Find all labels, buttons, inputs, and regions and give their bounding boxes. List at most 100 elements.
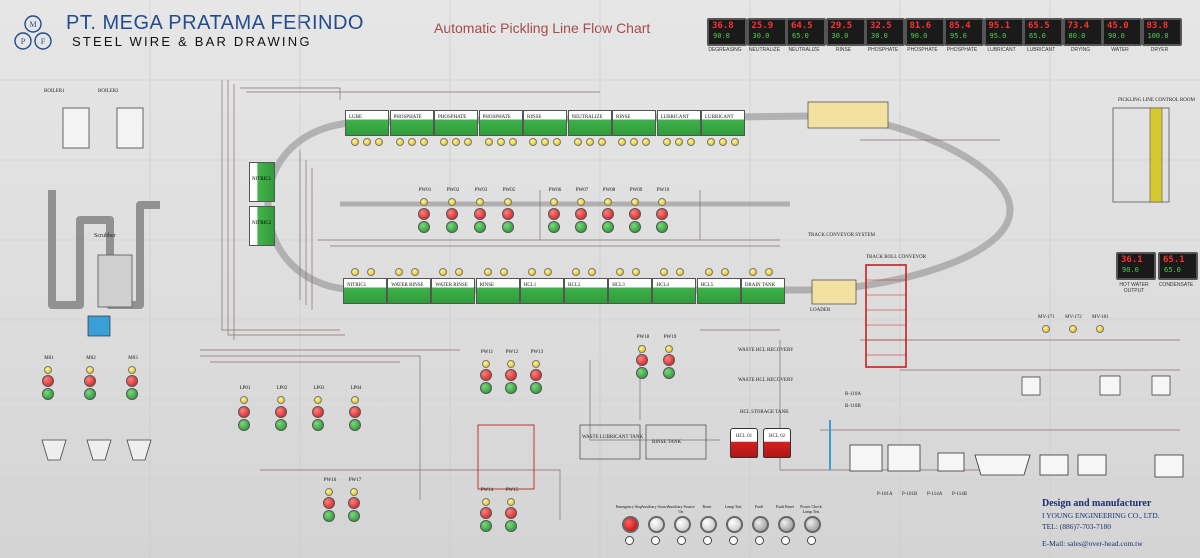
pump-start-button[interactable] xyxy=(275,419,287,431)
waste-hcl-label: WASTE HCL RECOVERY xyxy=(738,378,794,383)
pump-stop-button[interactable] xyxy=(275,406,287,418)
pump-label: PW17 xyxy=(348,478,362,483)
console-button[interactable] xyxy=(700,516,717,533)
selector-knob[interactable] xyxy=(781,536,790,545)
pump-start-button[interactable] xyxy=(480,520,492,532)
pump-stop-button[interactable] xyxy=(323,497,335,509)
selector-knob[interactable] xyxy=(729,536,738,545)
pilot-lamp xyxy=(585,138,594,146)
motor-start-button[interactable] xyxy=(42,388,54,400)
pump-stop-button[interactable] xyxy=(238,406,250,418)
meter-label: PHOSPHATE xyxy=(946,47,978,53)
motor-stop-button[interactable] xyxy=(42,375,54,387)
pump-label: PW16 xyxy=(323,478,337,483)
pump-stop-button[interactable] xyxy=(505,507,517,519)
pump-start-button[interactable] xyxy=(418,221,430,233)
motor-stop-button[interactable] xyxy=(126,375,138,387)
pump-stop-button[interactable] xyxy=(312,406,324,418)
pump-stop-button[interactable] xyxy=(446,208,458,220)
console-button[interactable] xyxy=(804,516,821,533)
motor-start-button[interactable] xyxy=(84,388,96,400)
console-button[interactable] xyxy=(648,516,665,533)
motor-stop-button[interactable] xyxy=(84,375,96,387)
pump-lamp xyxy=(314,396,322,404)
pump-stop-button[interactable] xyxy=(530,369,542,381)
pump-start-button[interactable] xyxy=(505,520,517,532)
pump-start-button[interactable] xyxy=(548,221,560,233)
motor-label: M02 xyxy=(86,356,96,361)
pump-stop-button[interactable] xyxy=(548,208,560,220)
pilot-lamp xyxy=(707,138,715,146)
pump-stop-button[interactable] xyxy=(474,208,486,220)
pump-start-button[interactable] xyxy=(530,382,542,394)
console-label: Emergency Stop xyxy=(615,504,643,509)
console-label: Auxiliary Source xyxy=(641,504,669,509)
pump-start-button[interactable] xyxy=(238,419,250,431)
selector-knob[interactable] xyxy=(651,536,660,545)
selector-knob[interactable] xyxy=(807,536,816,545)
pump-stop-button[interactable] xyxy=(348,497,360,509)
pump-stop-button[interactable] xyxy=(663,354,675,366)
pump-start-button[interactable] xyxy=(348,510,360,522)
pump-lamp xyxy=(638,345,646,353)
meter-label: LUBRICANT xyxy=(1026,47,1056,53)
pilot-lamp xyxy=(440,138,448,146)
nitric-tank: NITRIC1 xyxy=(249,162,275,202)
pump-start-button[interactable] xyxy=(575,221,587,233)
pump-start-button[interactable] xyxy=(480,382,492,394)
pump-stop-button[interactable] xyxy=(349,406,361,418)
pump-stop-button[interactable] xyxy=(418,208,430,220)
pump-start-button[interactable] xyxy=(323,510,335,522)
pump-stop-button[interactable] xyxy=(575,208,587,220)
hcl-tank xyxy=(730,428,758,458)
pump-start-button[interactable] xyxy=(474,221,486,233)
console-button[interactable] xyxy=(752,516,769,533)
pump-start-button[interactable] xyxy=(446,221,458,233)
console-label: Fault xyxy=(754,504,764,509)
pump-start-button[interactable] xyxy=(656,221,668,233)
pump-start-button[interactable] xyxy=(636,367,648,379)
transfer-label: TRACK CONVEYOR SYSTEM xyxy=(808,233,875,238)
pilot-lamp xyxy=(527,268,536,276)
pump-start-button[interactable] xyxy=(349,419,361,431)
pump-start-button[interactable] xyxy=(505,382,517,394)
pump-stop-button[interactable] xyxy=(629,208,641,220)
pump-stop-button[interactable] xyxy=(502,208,514,220)
meter-sv: 90.0 xyxy=(910,32,928,40)
pump-label: P-101A xyxy=(877,492,893,497)
console-button[interactable] xyxy=(778,516,795,533)
pump-start-button[interactable] xyxy=(602,221,614,233)
pump-stop-button[interactable] xyxy=(480,369,492,381)
pump-stop-button[interactable] xyxy=(602,208,614,220)
tank-label: HCL5 xyxy=(700,283,714,288)
meter-label: DEGREASING xyxy=(708,47,742,53)
pump-lamp xyxy=(507,498,515,506)
selector-knob[interactable] xyxy=(703,536,712,545)
pump-start-button[interactable] xyxy=(663,367,675,379)
tank-label: NITRIC2 xyxy=(252,221,272,226)
meter-label: LUBRICANT xyxy=(987,47,1016,53)
console-button[interactable] xyxy=(674,516,691,533)
motor-start-button[interactable] xyxy=(126,388,138,400)
pump-label: PW10 xyxy=(656,188,670,193)
tank-label: NITRIC1 xyxy=(347,283,367,288)
pilot-lamp xyxy=(363,138,371,146)
process-tank: PHOSPHATE xyxy=(478,110,523,136)
meter-pv: 36.8 xyxy=(712,21,734,31)
pump-start-button[interactable] xyxy=(312,419,324,431)
pump-stop-button[interactable] xyxy=(480,507,492,519)
pump-start-button[interactable] xyxy=(629,221,641,233)
pump-stop-button[interactable] xyxy=(656,208,668,220)
pump-stop-button[interactable] xyxy=(505,369,517,381)
console-button[interactable] xyxy=(622,516,639,533)
selector-knob[interactable] xyxy=(755,536,764,545)
console-button[interactable] xyxy=(726,516,743,533)
meter-label: PHOSPHATE xyxy=(907,47,938,53)
pump-stop-button[interactable] xyxy=(636,354,648,366)
selector-knob[interactable] xyxy=(677,536,686,545)
pump-start-button[interactable] xyxy=(502,221,514,233)
selector-knob[interactable] xyxy=(625,536,634,545)
